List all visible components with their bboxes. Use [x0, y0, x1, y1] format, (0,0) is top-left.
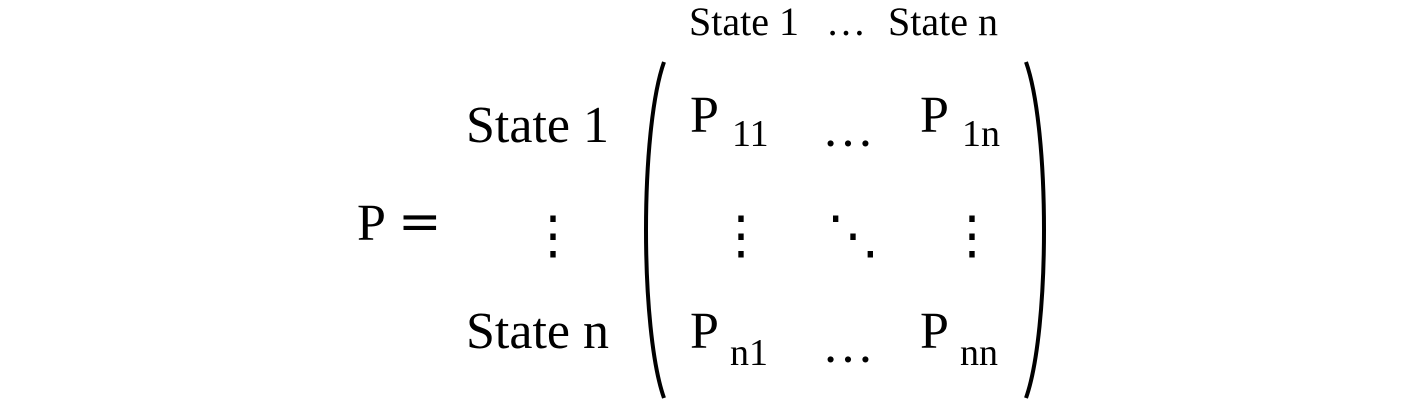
matrix-hdots: … [822, 317, 874, 374]
matrix-entry-base: P [690, 303, 719, 360]
column-header-first: State 1 [689, 0, 799, 44]
matrix-entry-subscript: n1 [730, 332, 768, 374]
right-parenthesis [1024, 61, 1046, 399]
row-label-first: State 1 [466, 97, 609, 154]
row-label-vdots: ⋮ [527, 206, 579, 266]
matrix-entry-base: P [690, 87, 719, 144]
matrix-vdots: ⋮ [715, 206, 767, 266]
column-header-ellipsis: … [826, 0, 866, 44]
row-label-last: State n [466, 303, 609, 360]
matrix-ddots: ⋱ [827, 206, 879, 266]
matrix-vdots: ⋮ [946, 206, 998, 266]
left-parenthesis [644, 61, 666, 399]
equals-sign: = [398, 192, 442, 252]
lhs-symbol: P [357, 195, 386, 252]
matrix-entry-base: P [920, 303, 949, 360]
matrix-hdots: … [822, 101, 874, 158]
matrix-entry-subscript: nn [960, 332, 998, 374]
matrix-entry-base: P [920, 87, 949, 144]
matrix-entry-subscript: 11 [732, 113, 769, 155]
column-header-last: State n [888, 0, 998, 44]
matrix-entry-subscript: 1n [962, 113, 1000, 155]
